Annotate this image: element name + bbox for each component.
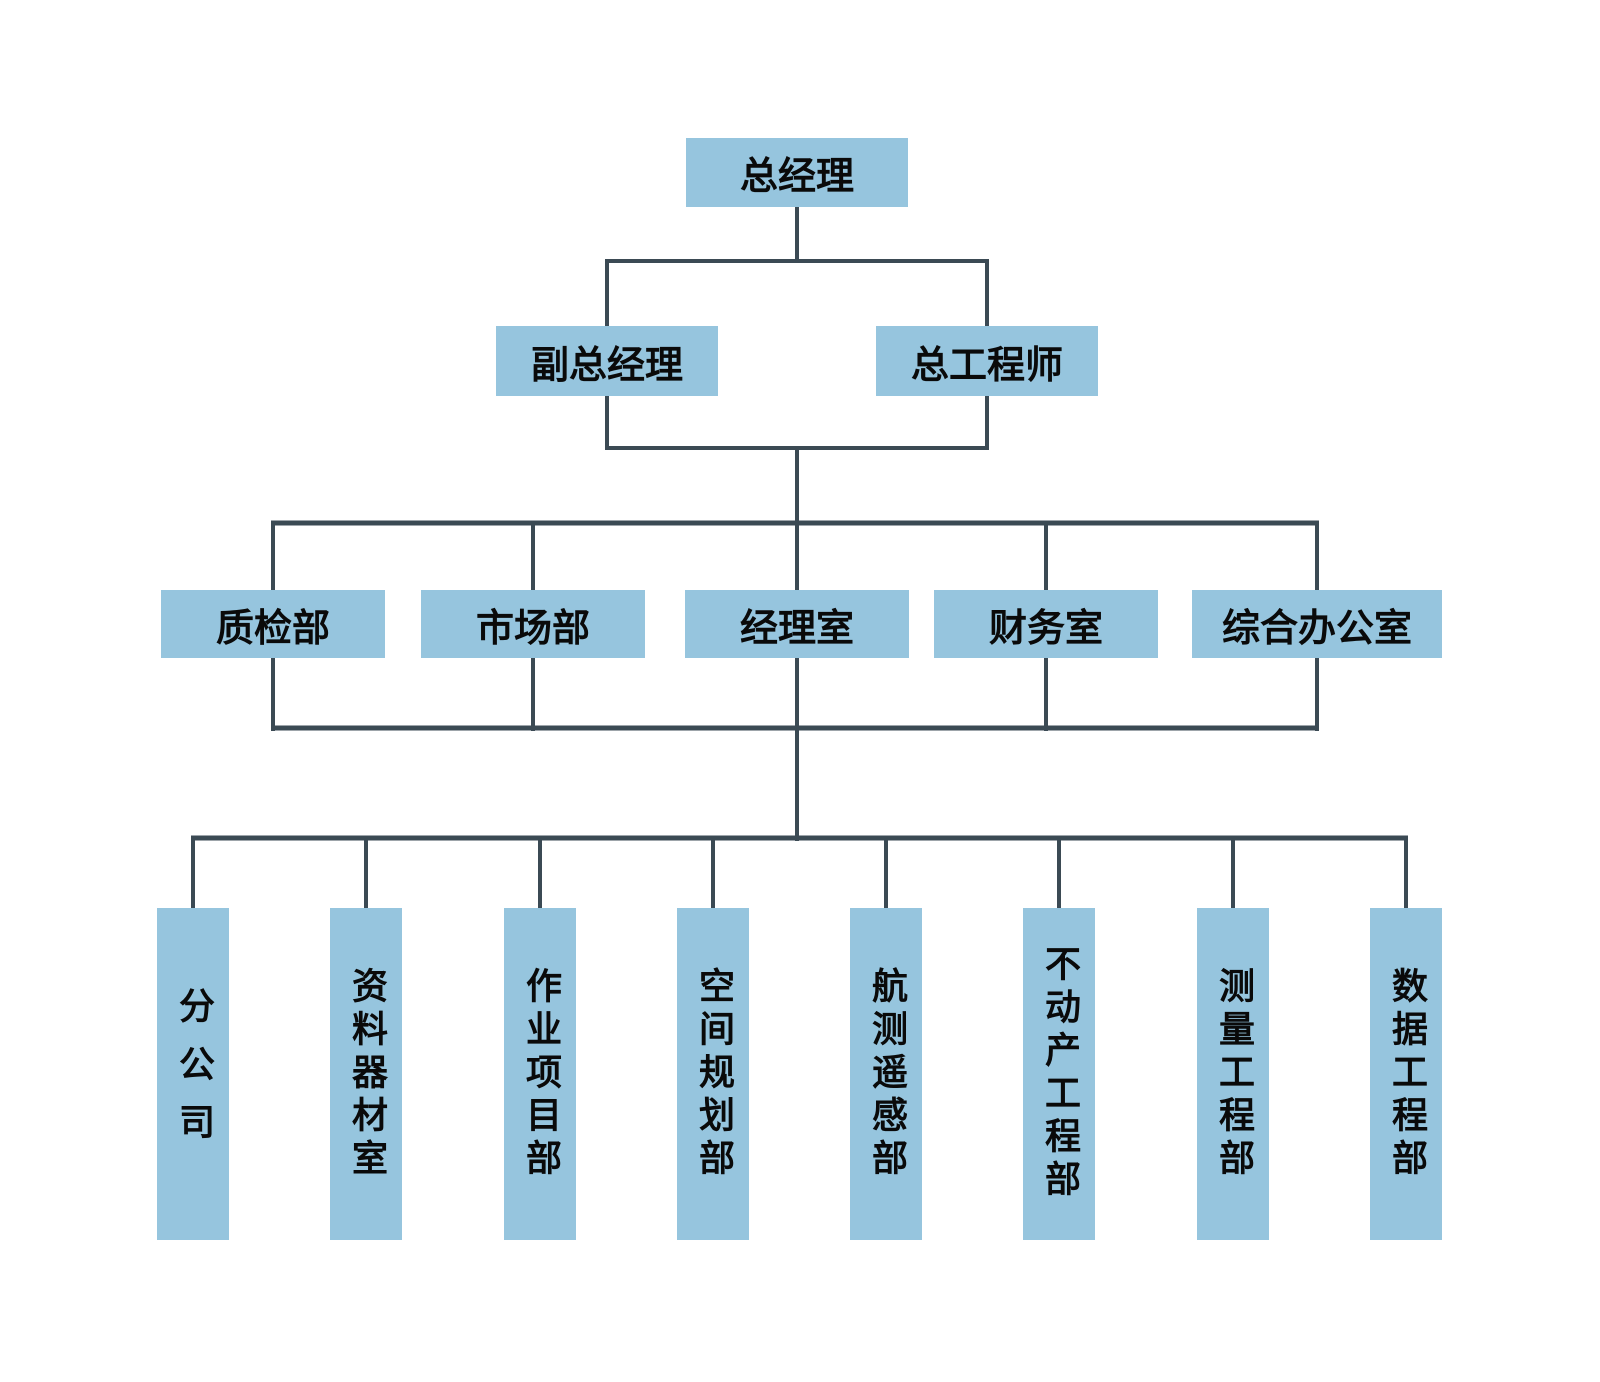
node-finance-office: 财务室 [934,590,1158,658]
node-general-office: 综合办公室 [1192,590,1442,658]
node-materials-equipment-room: 资料器材室 [330,908,402,1240]
node-chief-engineer: 总工程师 [876,326,1098,396]
node-data-engineering-dept: 数据工程部 [1370,908,1442,1240]
node-operations-project-dept: 作业项目部 [504,908,576,1240]
node-marketing-dept: 市场部 [421,590,645,658]
node-quality-inspection-dept: 质检部 [161,590,385,658]
node-spatial-planning-dept: 空间规划部 [677,908,749,1240]
node-branch-company: 分公司 [157,908,229,1240]
node-deputy-general-manager: 副总经理 [496,326,718,396]
node-surveying-engineering-dept: 测量工程部 [1197,908,1269,1240]
connectors-level3-level4 [191,654,1408,911]
node-manager-office: 经理室 [685,590,909,658]
node-aerial-survey-remote-sensing-dept: 航测遥感部 [850,908,922,1240]
node-general-manager: 总经理 [686,138,908,207]
node-real-estate-engineering-dept: 不动产工程部 [1023,908,1095,1240]
